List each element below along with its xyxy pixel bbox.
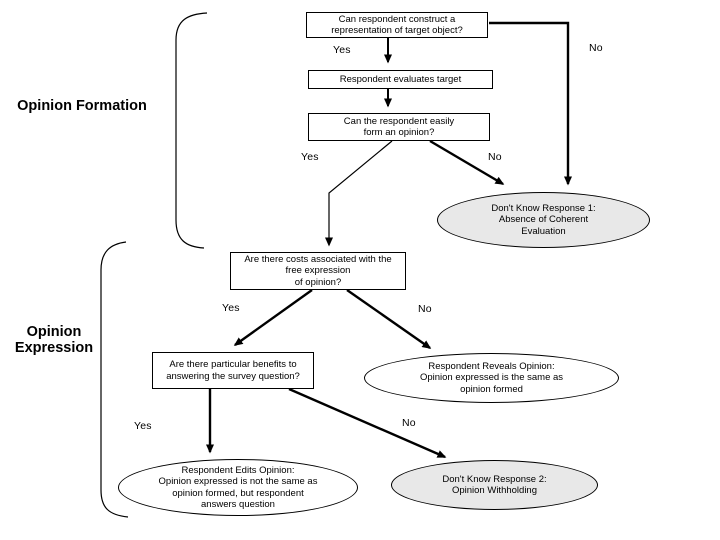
bracket-opinion-formation [175, 12, 208, 249]
label-easy-no: No [488, 151, 502, 163]
edge-easy-yes-to-costs [325, 140, 393, 247]
box-construct-representation: Can respondent construct a representatio… [306, 12, 488, 38]
label-costs-yes: Yes [222, 302, 240, 314]
ellipse-dont-know-response-1: Don't Know Response 1: Absence of Cohere… [437, 192, 650, 248]
label-easy-yes: Yes [301, 151, 319, 163]
section-label-opinion-formation: Opinion Formation [17, 98, 147, 114]
label-construct-yes: Yes [333, 44, 351, 56]
label-costs-no: No [418, 303, 432, 315]
ellipse-respondent-edits-opinion: Respondent Edits Opinion: Opinion expres… [118, 459, 358, 516]
bracket-opinion-expression [100, 241, 129, 518]
edge-costs-yes-to-benefits [233, 289, 313, 346]
box-easily-form-opinion: Can the respondent easily form an opinio… [308, 113, 490, 141]
edge-costs-no-to-reveals [346, 289, 432, 349]
label-benefits-no: No [402, 417, 416, 429]
edge-benefits-no-to-dk2 [288, 387, 447, 459]
box-costs-free-expression: Are there costs associated with the free… [230, 252, 406, 290]
box-particular-benefits: Are there particular benefits to answeri… [152, 352, 314, 389]
section-label-opinion-expression: Opinion Expression [14, 324, 94, 356]
edge-construct-no-to-dk1 [489, 21, 572, 186]
ellipse-respondent-reveals-opinion: Respondent Reveals Opinion: Opinion expr… [364, 353, 619, 403]
edge-easy-no-to-dk1 [429, 139, 505, 186]
label-benefits-yes: Yes [134, 420, 152, 432]
box-respondent-evaluates-target: Respondent evaluates target [308, 70, 493, 89]
ellipse-dont-know-response-2: Don't Know Response 2: Opinion Withholdi… [391, 460, 598, 510]
label-construct-no: No [589, 42, 603, 54]
